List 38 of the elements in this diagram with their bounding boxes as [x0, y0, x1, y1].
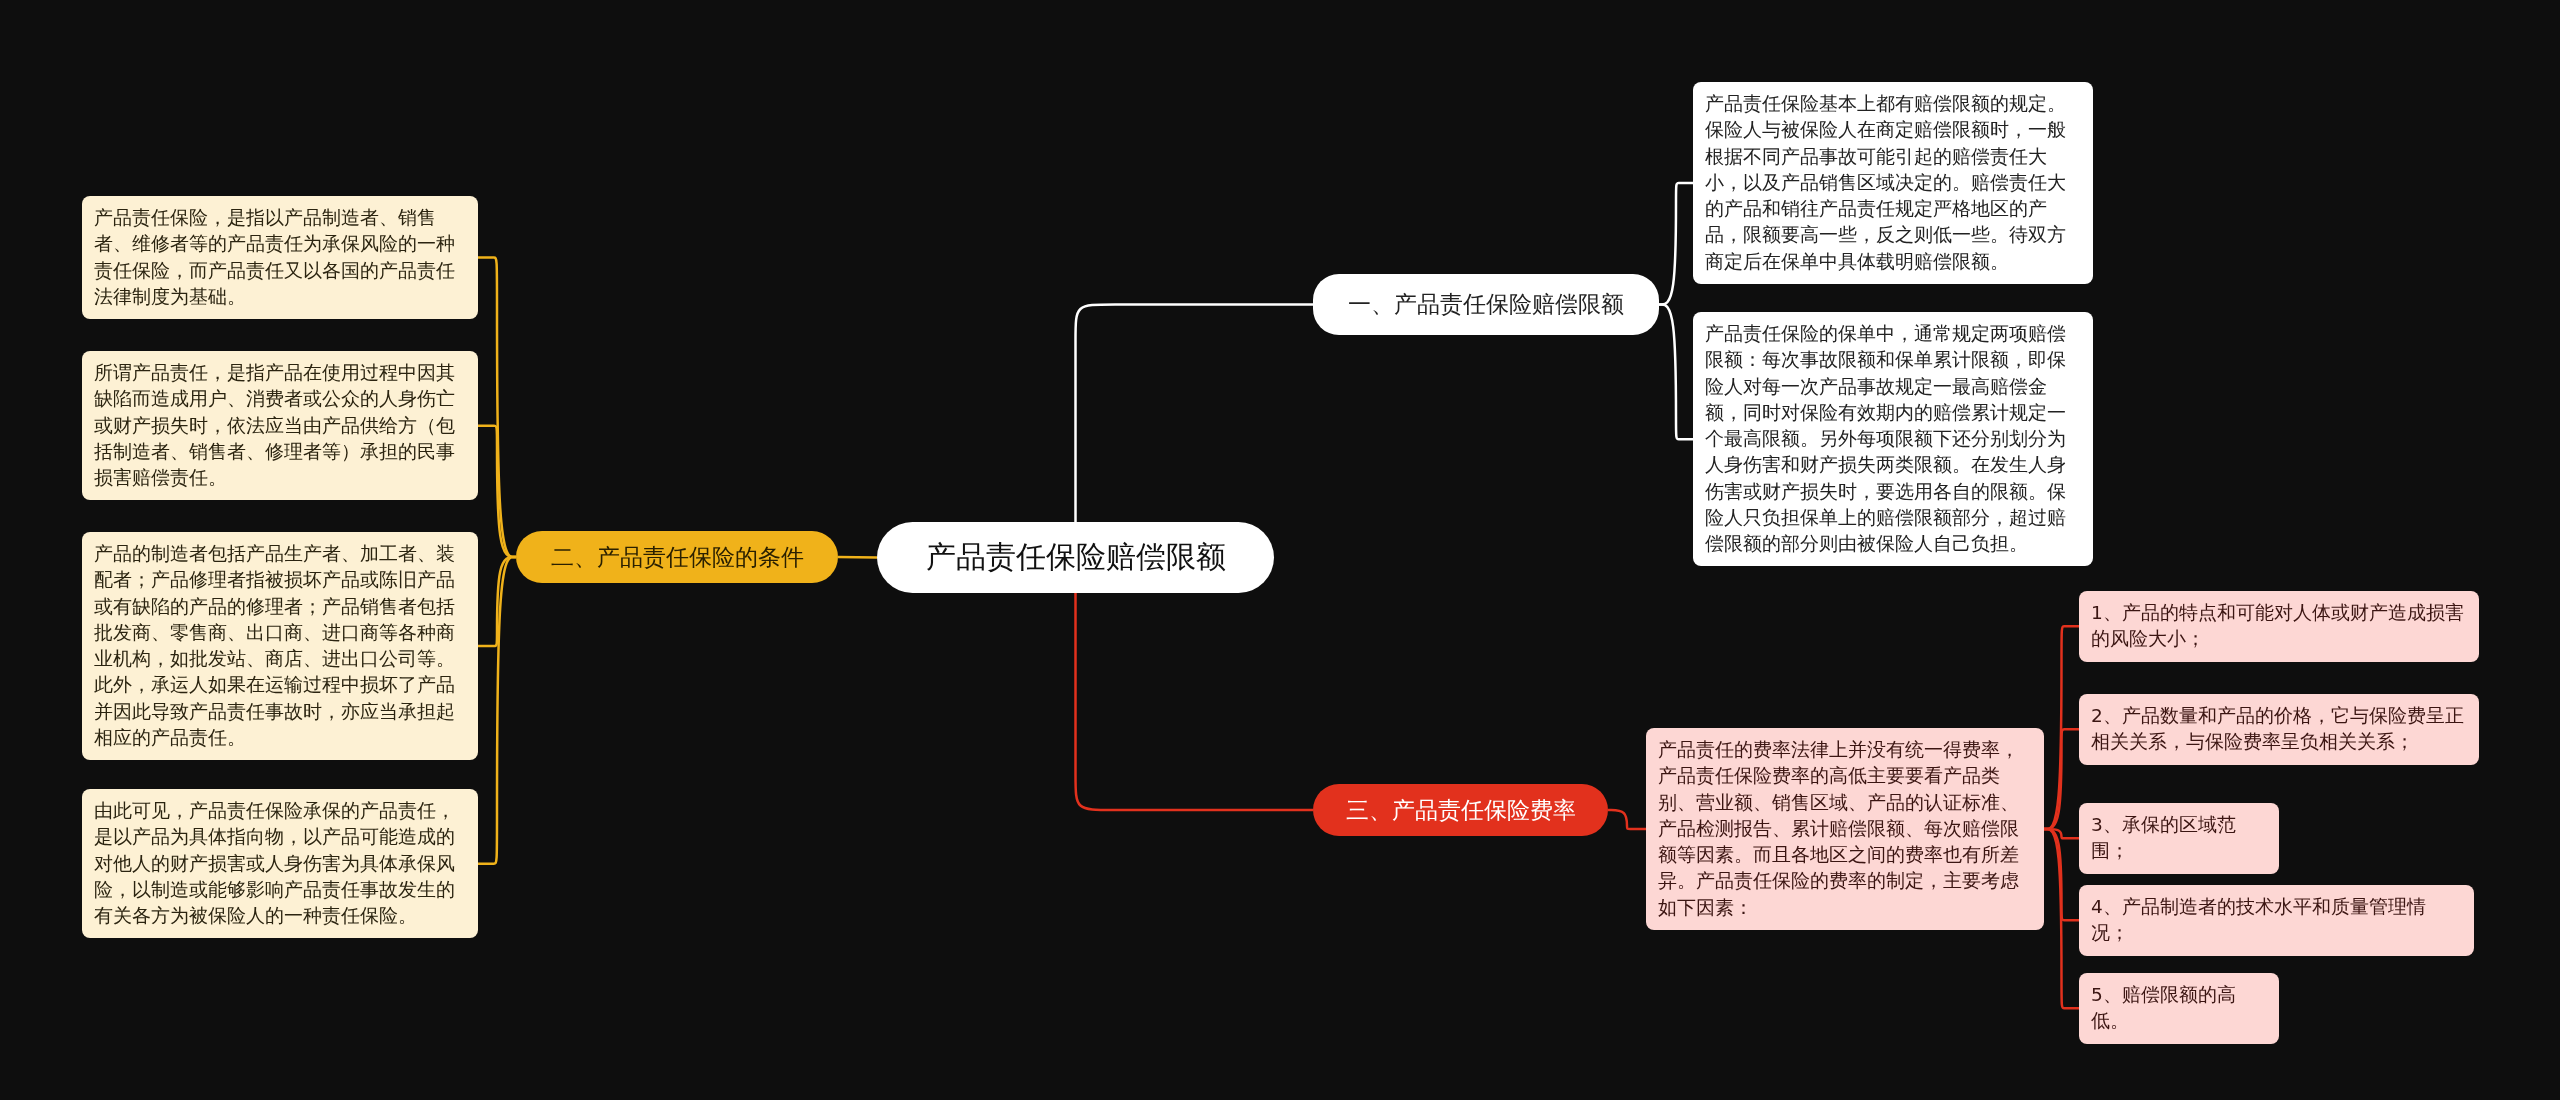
note-text: 所谓产品责任，是指产品在使用过程中因其缺陷而造成用户、消费者或公众的人身伤亡或财产损失时，依法应当由产品供给方（包括制造者、销售者、修理者等）承担的民事损害赔偿责任。	[94, 361, 456, 491]
topic-label: 产品责任保险赔偿限额	[925, 538, 1226, 576]
note-card	[82, 351, 478, 501]
note-text: 3、承保的区域范围；	[2091, 813, 2237, 864]
note-text: 产品责任保险，是指以产品制造者、销售者、维修者等的产品责任为承保风险的一种责任保险，而产品责任又以各国的产品责任法律制度为基础。	[94, 206, 456, 309]
list-item-card	[2079, 803, 2279, 874]
connector-line	[1074, 593, 1313, 812]
topic-label: 一、产品责任保险赔偿限额	[1348, 290, 1624, 319]
topic-label: 三、产品责任保险费率	[1345, 795, 1576, 825]
connector-line	[1659, 303, 1693, 441]
note-text: 1、产品的特点和可能对人体或财产造成损害的风险大小；	[2091, 601, 2465, 652]
list-item-card	[2079, 973, 2279, 1044]
note-card	[82, 196, 478, 320]
note-text: 5、赔偿限额的高低。	[2091, 983, 2237, 1034]
note-card	[1646, 728, 2044, 930]
connector-line	[1608, 808, 1646, 831]
note-text: 产品责任的费率法律上并没有统一得费率，产品责任保险费率的高低主要要看产品类别、营业额、销售区域、产品的认证标准、产品检测报告、累计赔偿限额、每次赔偿限额等因素。而且各地区之间的费率也有所差异。产品责任保险的费率的制定，主要考虑如下因素：	[1658, 738, 2020, 920]
note-text: 产品的制造者包括产品生产者、加工者、装配者；产品修理者指被损坏产品或陈旧产品或有缺陷的产品的修理者；产品销售者包括批发商、零售商、出口商、进口商等各种商业机构，如批发站、商店、进出口公司等。此外，承运人如果在运输过程中损坏了产品并因此导致产品责任事故时，亦应当承担起相应的产品责任。	[94, 542, 456, 750]
note-text: 产品责任保险基本上都有赔偿限额的规定。保险人与被保险人在商定赔偿限额时，一般根据不同产品事故可能引起的赔偿责任大小，以及产品销售区域决定的。赔偿责任大的产品和销往产品责任规定严格地区的产品，限额要高一些，反之则低一些。待双方商定后在保单中具体载明赔偿限额。	[1705, 92, 2067, 274]
note-text: 4、产品制造者的技术水平和质量管理情况；	[2091, 895, 2427, 946]
list-item-card	[2079, 885, 2474, 956]
note-card	[82, 532, 478, 761]
list-item-card	[2079, 591, 2479, 662]
note-text: 产品责任保险的保单中，通常规定两项赔偿限额：每次事故限额和保单累计限额，即保险人对每一次产品事故规定一最高赔偿金额，同时对保险有效期内的赔偿累计规定一个最高限额。另外每项限额下还分别划分为人身伤害和财产损失两类限额。在发生人身伤害或财产损失时，要选用各自的限额。保险人只负担保单上的赔偿限额部分，超过赔偿限额的部分则由被保险人自己负担。	[1705, 322, 2067, 557]
topic-label: 二、产品责任保险的条件	[550, 542, 804, 572]
connector-line	[1074, 303, 1313, 522]
connector-line	[2044, 827, 2079, 1010]
connector-line	[478, 555, 516, 865]
note-card	[1693, 82, 2093, 284]
branch-topic	[1313, 274, 1659, 335]
note-card	[1693, 312, 2093, 567]
note-card	[82, 789, 478, 939]
note-text: 由此可见，产品责任保险承保的产品责任，是以产品为具体指向物，以产品可能造成的对他人的财产损害或人身伤害为具体承保风险，以制造或能够影响产品责任事故发生的有关各方为被保险人的一种责任保险。	[94, 799, 456, 929]
note-text: 2、产品数量和产品的价格，它与保险费呈正相关关系，与保险费率呈负相关关系；	[2091, 704, 2465, 755]
branch-topic	[516, 531, 838, 583]
connector-line	[838, 555, 877, 559]
list-item-card	[2079, 694, 2479, 765]
branch-topic	[1313, 784, 1608, 836]
